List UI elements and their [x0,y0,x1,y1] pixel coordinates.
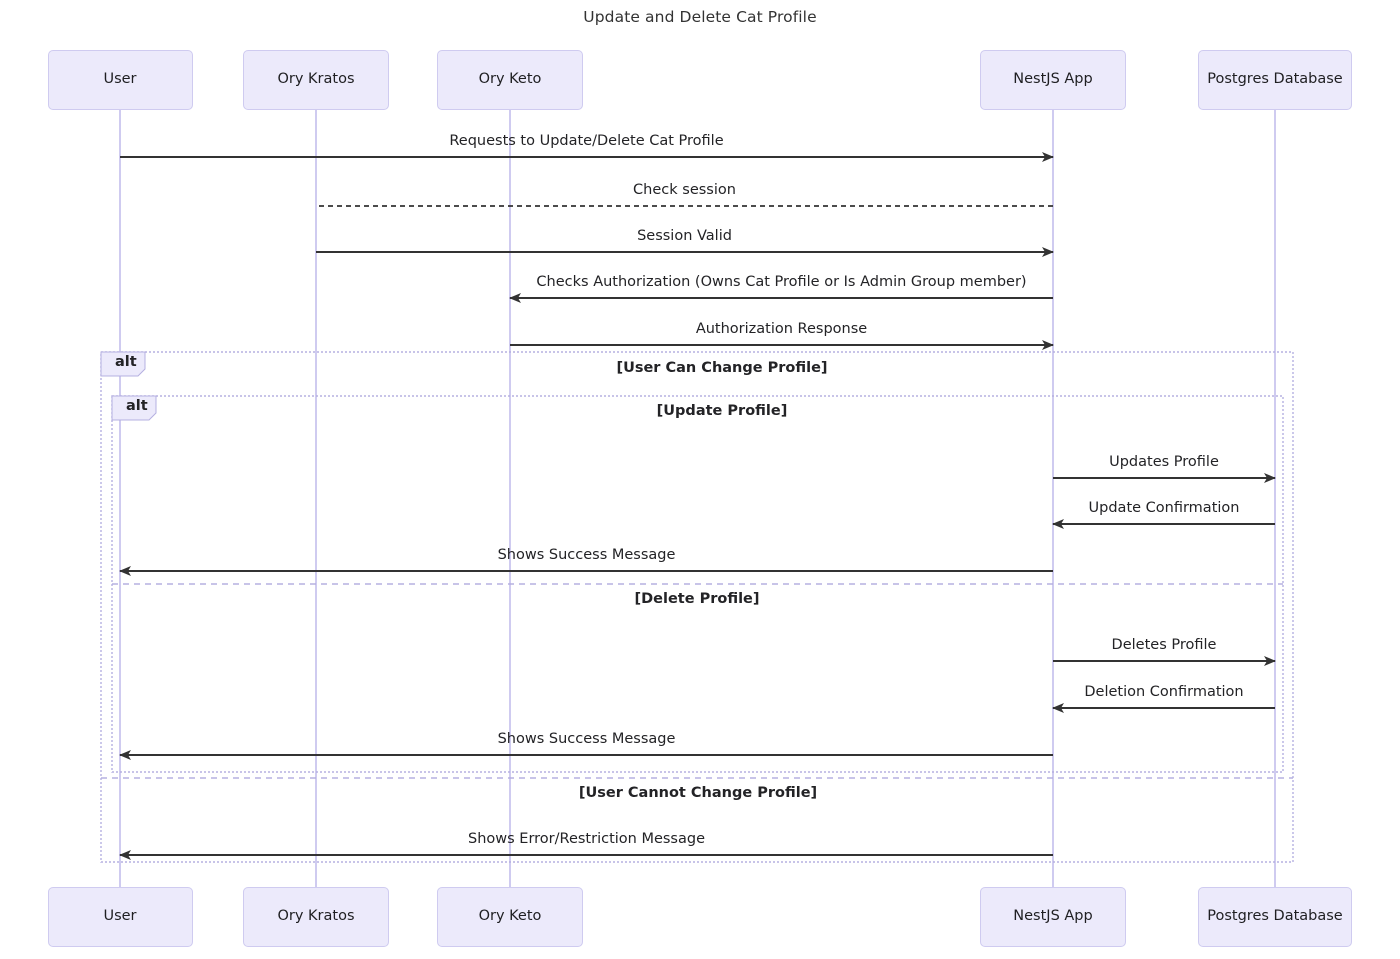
participant-label: Ory Keto [478,908,542,925]
message-label: Shows Success Message [497,547,676,563]
message-arrows-group [119,152,1276,860]
message-label: Update Confirmation [1088,500,1240,516]
message-label: Shows Success Message [497,731,676,747]
participant-label: User [103,908,137,925]
participant-label: Ory Kratos [277,908,355,925]
message-label: Deletes Profile [1111,637,1217,653]
alt-keyword-tag [100,351,146,377]
alt-condition-label: [Update Profile] [656,403,788,419]
alt-blocks-group [100,351,1294,863]
alt-condition-label: [User Can Change Profile] [616,360,828,376]
participant-kratos-top[interactable]: Ory Kratos [243,50,389,110]
alt-keyword-label: alt [115,354,137,370]
participant-label: User [103,71,137,88]
participant-label: Postgres Database [1207,71,1343,88]
participant-label: NestJS App [1013,908,1093,925]
participant-label: NestJS App [1013,71,1093,88]
message-label: Shows Error/Restriction Message [468,831,705,847]
participant-keto-top[interactable]: Ory Keto [437,50,583,110]
participant-postgres-bottom[interactable]: Postgres Database [1198,887,1352,947]
lifelines-group [119,110,1276,887]
alt-condition-label: [User Cannot Change Profile] [578,785,818,801]
message-label: Deletion Confirmation [1084,684,1244,700]
alt-keyword-tag [111,395,157,421]
participant-label: Ory Kratos [277,71,355,88]
message-label: Check session [633,182,736,198]
alt-condition-label: [Delete Profile] [634,591,760,607]
alt-keyword-label: alt [126,398,148,414]
participant-postgres-top[interactable]: Postgres Database [1198,50,1352,110]
participant-keto-bottom[interactable]: Ory Keto [437,887,583,947]
message-label: Authorization Response [695,321,868,337]
participant-label: Postgres Database [1207,908,1343,925]
page-title: Update and Delete Cat Profile [583,8,817,26]
participant-user-top[interactable]: User [47,50,193,110]
message-label: Requests to Update/Delete Cat Profile [449,133,724,149]
participant-nestjs-top[interactable]: NestJS App [980,50,1126,110]
message-label: Updates Profile [1109,454,1219,470]
participant-kratos-bottom[interactable]: Ory Kratos [243,887,389,947]
alt-block-frame [100,351,1294,863]
participant-user-bottom[interactable]: User [47,887,193,947]
message-label: Session Valid [637,228,732,244]
participant-nestjs-bottom[interactable]: NestJS App [980,887,1126,947]
participant-label: Ory Keto [478,71,542,88]
message-label: Checks Authorization (Owns Cat Profile o… [536,274,1027,290]
